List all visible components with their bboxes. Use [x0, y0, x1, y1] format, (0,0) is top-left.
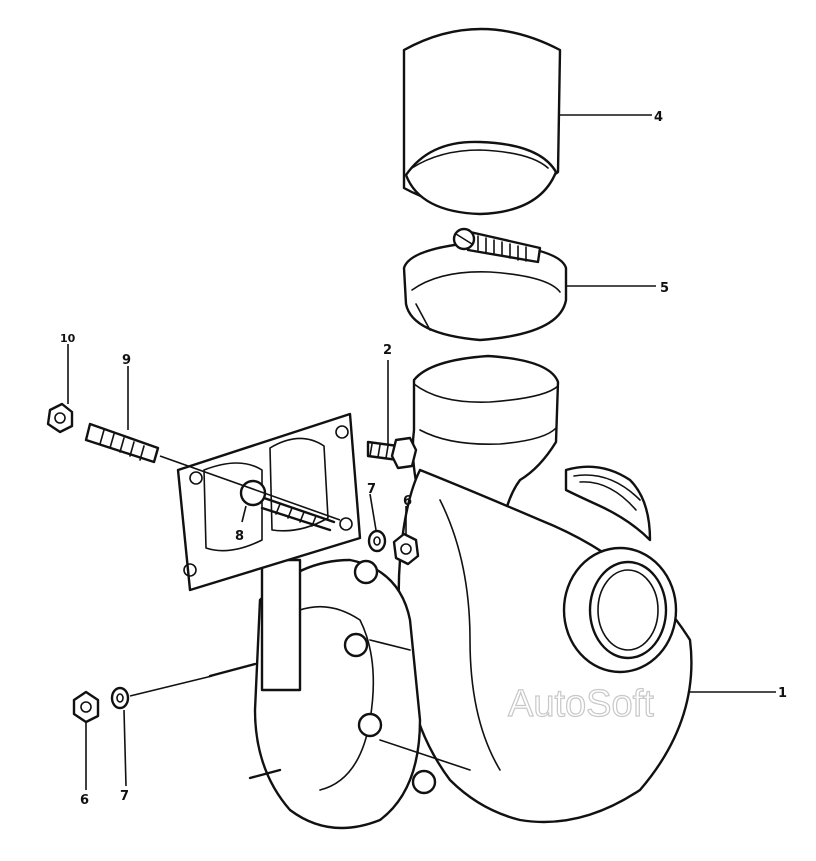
upper-bolt: [366, 436, 418, 470]
callout-2: 2: [383, 343, 392, 358]
callout-5: 5: [660, 281, 669, 296]
callout-6-top: 6: [403, 494, 412, 509]
long-stud: [84, 422, 341, 521]
leader-lines: [67, 114, 776, 790]
callout-7-top: 7: [367, 482, 376, 497]
air-filter-sleeve: [402, 27, 562, 216]
hose-clamp: [402, 227, 568, 342]
callout-4: 4: [654, 110, 663, 125]
stud-nut: [46, 402, 74, 434]
callout-8: 8: [235, 529, 244, 544]
upper-nut-washer: [367, 529, 420, 566]
callout-10: 10: [60, 332, 76, 345]
watermark: AutoSoft: [508, 683, 654, 725]
turbocharger-body: [208, 354, 693, 830]
callout-9: 9: [122, 353, 131, 368]
callout-7-bottom: 7: [120, 789, 129, 804]
callout-6-bottom: 6: [80, 793, 89, 808]
callout-1: 1: [778, 686, 787, 701]
lower-nut-washer: [72, 675, 213, 724]
exhaust-flange-gasket: [176, 412, 362, 592]
